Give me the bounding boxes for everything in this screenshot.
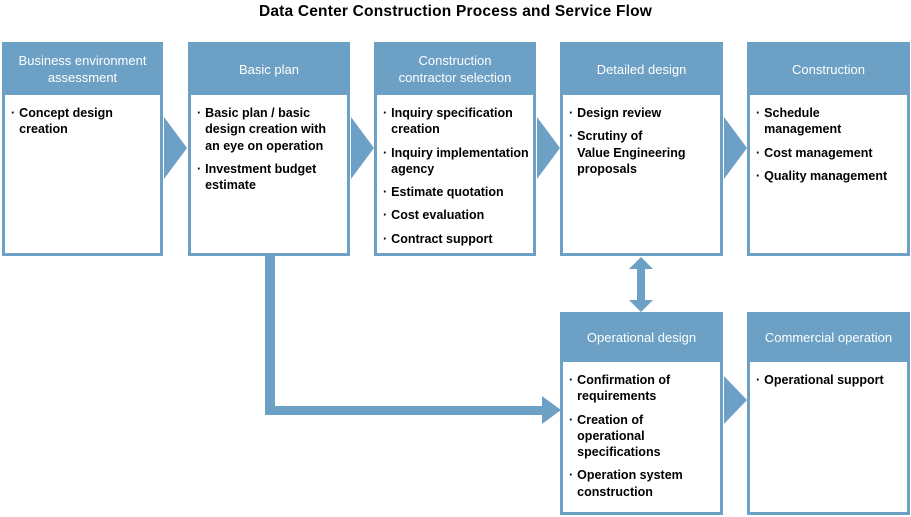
bullet-dot: · <box>756 106 761 120</box>
bullet-item: ·Confirmation of requirements <box>569 372 717 405</box>
box-body: ·Design review ·Scrutiny of Value Engine… <box>563 95 720 177</box>
box-construction: Construction ·Schedule management ·Cost … <box>747 42 910 256</box>
bullet-text: Schedule management <box>764 106 842 137</box>
bullet-item: ·Basic plan / basic design creation with… <box>197 105 344 154</box>
bullet-text: Cost management <box>764 145 873 160</box>
box-detailed-design: Detailed design ·Design review ·Scrutiny… <box>560 42 723 256</box>
box-header: Detailed design <box>563 45 720 95</box>
bullet-text: Confirmation of requirements <box>577 373 671 404</box>
box-construction-contractor-selection: Construction contractor selection ·Inqui… <box>374 42 536 256</box>
bullet-dot: · <box>383 208 388 223</box>
flow-arrow-right-icon <box>724 117 747 179</box>
bullet-dot: · <box>197 161 202 176</box>
arrow-shaft <box>637 267 645 302</box>
bullet-dot: · <box>383 185 388 199</box>
bullet-item: ·Design review <box>569 105 717 121</box>
flow-arrow-right-icon <box>164 117 187 179</box>
bullet-dot: · <box>756 168 761 183</box>
bullet-item: ·Schedule management <box>756 105 904 138</box>
box-header: Construction <box>750 45 907 95</box>
bullet-text: Inquiry specification creation <box>391 106 513 137</box>
bullet-dot: · <box>756 373 761 387</box>
bullet-text: Cost evaluation <box>391 208 485 223</box>
bullet-dot: · <box>569 129 574 144</box>
bullet-dot: · <box>569 373 574 387</box>
bullet-item: ·Inquiry implementation agency <box>383 145 530 178</box>
bullet-item: ·Cost management <box>756 145 904 161</box>
bullet-dot: · <box>569 468 574 483</box>
box-header: Commercial operation <box>750 315 907 362</box>
box-body: ·Confirmation of requirements ·Creation … <box>563 362 720 500</box>
double-arrow-vertical-icon <box>629 257 653 312</box>
bullet-text: Contract support <box>391 231 493 246</box>
bullet-text: Design review <box>577 106 662 120</box>
bullet-dot: · <box>569 412 574 427</box>
bullet-text: Operational support <box>764 373 884 387</box>
bullet-item: ·Investment budget estimate <box>197 161 344 194</box>
elbow-connector-arrow-head-icon <box>542 396 561 424</box>
bullet-text: Creation of operational specifications <box>577 412 661 460</box>
bullet-dot: · <box>11 106 16 120</box>
bullet-item: ·Concept design creation <box>11 105 157 138</box>
bullet-dot: · <box>383 145 388 160</box>
elbow-connector-horizontal-segment <box>265 406 543 415</box>
box-body: ·Inquiry specification creation ·Inquiry… <box>377 95 533 247</box>
box-body: ·Operational support <box>750 362 907 388</box>
bullet-dot: · <box>756 145 761 160</box>
bullet-item: ·Creation of operational specifications <box>569 412 717 461</box>
bullet-text: Quality management <box>764 168 888 183</box>
arrow-head-up-icon <box>629 257 653 269</box>
bullet-text: Scrutiny of Value Engineering proposals <box>577 129 686 176</box>
box-body: ·Schedule management ·Cost management ·Q… <box>750 95 907 184</box>
box-business-environment-assessment: Business environment assessment ·Concept… <box>2 42 163 256</box>
arrow-head-down-icon <box>629 300 653 312</box>
box-header: Basic plan <box>191 45 347 95</box>
bullet-text: Inquiry implementation agency <box>391 145 529 176</box>
diagram-title: Data Center Construction Process and Ser… <box>258 3 653 20</box>
bullet-dot: · <box>197 106 202 120</box>
bullet-dot: · <box>383 231 388 246</box>
box-basic-plan: Basic plan ·Basic plan / basic design cr… <box>188 42 350 256</box>
bullet-text: Basic plan / basic design creation with … <box>205 106 327 153</box>
bullet-item: ·Cost evaluation <box>383 207 530 223</box>
bullet-item: ·Contract support <box>383 231 530 247</box>
bullet-text: Investment budget estimate <box>205 161 317 192</box>
box-body: ·Concept design creation <box>5 95 160 138</box>
box-header: Operational design <box>563 315 720 362</box>
bullet-item: ·Quality management <box>756 168 904 184</box>
box-header: Construction contractor selection <box>377 45 533 95</box>
bullet-text: Estimate quotation <box>391 185 504 199</box>
flow-arrow-right-icon <box>724 376 747 424</box>
box-body: ·Basic plan / basic design creation with… <box>191 95 347 193</box>
bullet-item: ·Operational support <box>756 372 904 388</box>
box-commercial-operation: Commercial operation ·Operational suppor… <box>747 312 910 515</box>
bullet-item: ·Scrutiny of Value Engineering proposals <box>569 128 717 177</box>
bullet-item: ·Estimate quotation <box>383 184 530 200</box>
elbow-connector-vertical-segment <box>265 256 275 415</box>
bullet-item: ·Operation system construction <box>569 467 717 500</box>
flow-arrow-right-icon <box>351 117 374 179</box>
box-header: Business environment assessment <box>5 45 160 95</box>
bullet-item: ·Inquiry specification creation <box>383 105 530 138</box>
bullet-text: Concept design creation <box>19 106 113 137</box>
bullet-dot: · <box>383 106 388 120</box>
bullet-text: Operation system construction <box>577 468 683 499</box>
flow-arrow-right-icon <box>537 117 560 179</box>
box-operational-design: Operational design ·Confirmation of requ… <box>560 312 723 515</box>
bullet-dot: · <box>569 106 574 120</box>
